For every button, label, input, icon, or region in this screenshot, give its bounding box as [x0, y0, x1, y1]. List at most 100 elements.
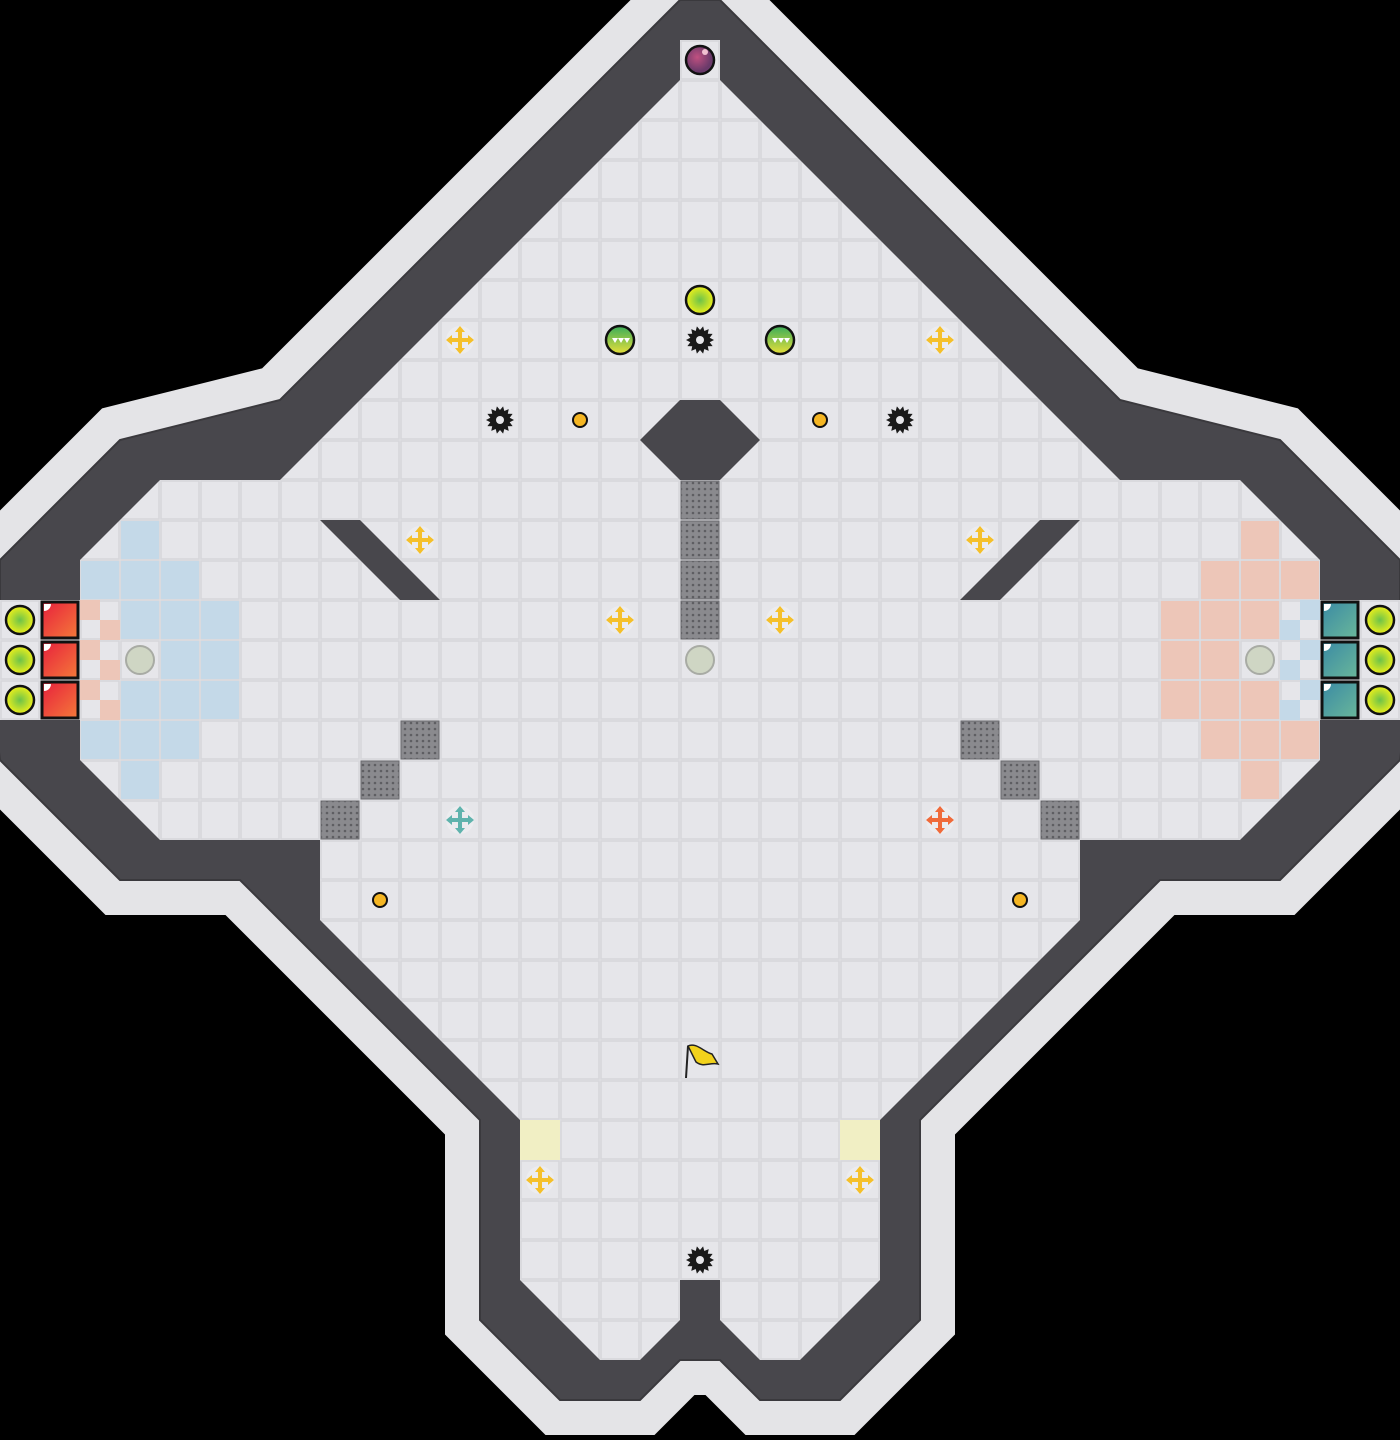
red-team-tile [1201, 561, 1239, 599]
blue-team-tile [121, 721, 159, 759]
checker-tile [80, 600, 100, 620]
team-zones [80, 521, 1320, 1160]
portal-icon [812, 412, 828, 428]
blue-team-tile [121, 681, 159, 719]
red-team-tile [1201, 601, 1239, 639]
yellow-zone-tile [840, 1120, 880, 1160]
blue-team-tile [121, 761, 159, 799]
gate-icon [960, 720, 1000, 760]
powerup-icon [684, 284, 716, 316]
blue-team-tile [161, 681, 199, 719]
powerup-icon [4, 644, 36, 676]
tile-glare [1324, 684, 1331, 691]
red-team-tile [1201, 681, 1239, 719]
red-team-tile [1161, 681, 1199, 719]
checker-tile [100, 700, 120, 720]
red-team-tile [1281, 561, 1319, 599]
boost-arrows-icon [406, 526, 434, 554]
blue-team-tile [161, 601, 199, 639]
map-items [4, 44, 1396, 1274]
red-team-tile [1241, 761, 1279, 799]
checker-tile [80, 640, 100, 660]
red-team-tile [1241, 521, 1279, 559]
flag-icon [685, 1044, 720, 1079]
tile-glare [1324, 644, 1331, 651]
checker-tile [1300, 600, 1320, 620]
red-team-tile [1161, 601, 1199, 639]
spike-icon [886, 406, 914, 434]
tile-glare [44, 684, 51, 691]
boost-arrows-icon [526, 1166, 554, 1194]
center-hex-wall [640, 400, 760, 480]
gate-icon [680, 480, 720, 520]
checker-tile [100, 660, 120, 680]
floor-tiles [0, 40, 1400, 1360]
gate-icon [1040, 800, 1080, 840]
boost-arrows-icon [926, 326, 954, 354]
teeth-icon [772, 338, 790, 343]
gate-icon [400, 720, 440, 760]
yellow-zone-tile [520, 1120, 560, 1160]
blue-team-tile [201, 681, 239, 719]
red-team-tile [1241, 721, 1279, 759]
red-team-tile [1281, 721, 1319, 759]
spike-icon [686, 1246, 714, 1274]
gate-icon [320, 800, 360, 840]
red-team-tile [1161, 641, 1199, 679]
blue-team-tile [121, 601, 159, 639]
boost-arrows-icon [446, 806, 474, 834]
powerup-icon [1364, 604, 1396, 636]
button-icon [125, 645, 155, 675]
blue-team-tile [161, 641, 199, 679]
tile-glare [44, 604, 51, 611]
button-icon [1245, 645, 1275, 675]
boost-arrows-icon [446, 326, 474, 354]
checker-tile [80, 680, 100, 700]
gate-icon [680, 520, 720, 560]
checker-tile [1300, 640, 1320, 660]
bomb-icon [684, 44, 716, 76]
checker-tile [1300, 680, 1320, 700]
floor [0, 40, 1400, 1360]
tile-glare [1324, 604, 1331, 611]
diagonal-wall-left [320, 520, 440, 600]
red-team-tile [1241, 681, 1279, 719]
red-team-tile [1241, 561, 1279, 599]
checker-tile [1280, 620, 1300, 640]
blue-team-tile [81, 721, 119, 759]
powerup-icon [1364, 684, 1396, 716]
gate-icon [1000, 760, 1040, 800]
gate-icon [680, 600, 720, 640]
gate-icon [680, 560, 720, 600]
red-team-tile [1241, 601, 1279, 639]
bomb-highlight [702, 49, 708, 55]
blue-team-tile [161, 721, 199, 759]
checker-tile [100, 620, 120, 640]
boost-arrows-icon [846, 1166, 874, 1194]
red-team-tile [1201, 721, 1239, 759]
spike-icon [686, 326, 714, 354]
checker-tile [1280, 660, 1300, 680]
button-icon [685, 645, 715, 675]
blue-team-tile [201, 601, 239, 639]
gate-icon [360, 760, 400, 800]
blue-team-tile [81, 561, 119, 599]
blue-team-tile [121, 561, 159, 599]
portal-icon [572, 412, 588, 428]
inner-walls [320, 400, 1080, 840]
spike-icon [486, 406, 514, 434]
powerup-icon [4, 684, 36, 716]
powerup-icon [1364, 644, 1396, 676]
portal-icon [1012, 892, 1028, 908]
boost-arrows-icon [766, 606, 794, 634]
boost-arrows-icon [926, 806, 954, 834]
boost-arrows-icon [966, 526, 994, 554]
red-team-tile [1201, 641, 1239, 679]
diagonal-wall-right [960, 520, 1080, 600]
checker-tile [1280, 700, 1300, 720]
tile-glare [44, 644, 51, 651]
portal-icon [372, 892, 388, 908]
blue-team-tile [201, 641, 239, 679]
blue-team-tile [161, 561, 199, 599]
